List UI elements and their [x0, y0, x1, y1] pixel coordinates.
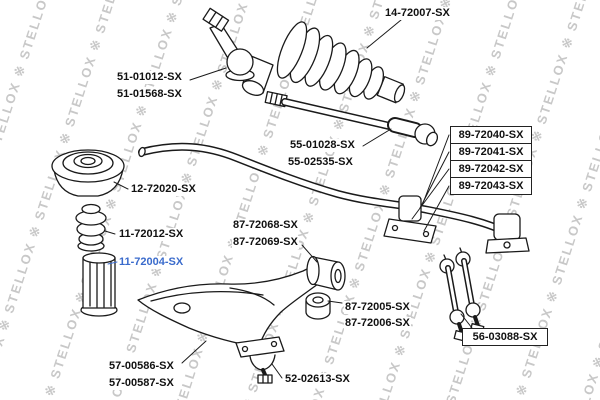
label-arm-front-bushing-1[interactable]: 87-72068-SX: [232, 219, 299, 232]
part-tie-rod-end: [202, 7, 274, 96]
label-strut-mount[interactable]: 12-72020-SX: [130, 183, 197, 196]
part-control-arm: [137, 263, 323, 348]
part-strut-mount: [51, 149, 125, 197]
part-arm-front-bushing: [306, 255, 346, 291]
label-arm-rear-bushing-2[interactable]: 87-72006-SX: [344, 317, 411, 330]
label-axial-joint-1[interactable]: 55-01028-SX: [289, 139, 356, 152]
part-dust-boot: [80, 252, 118, 317]
part-steering-boot: [276, 21, 406, 104]
label-tie-rod-end-1[interactable]: 51-01012-SX: [116, 71, 183, 84]
part-axial-rod: [264, 90, 439, 147]
label-stab-bushing-4[interactable]: 89-72043-SX: [450, 177, 532, 195]
label-stab-bushing-2[interactable]: 89-72041-SX: [450, 143, 532, 161]
leader-lines: [104, 19, 473, 379]
part-stabilizer-bar: [138, 142, 514, 238]
label-arm-rear-bushing-1[interactable]: 87-72005-SX: [344, 301, 411, 314]
label-ball-joint[interactable]: 52-02613-SX: [284, 373, 351, 386]
label-tie-rod-end-2[interactable]: 51-01568-SX: [116, 88, 183, 101]
castle-nut: [202, 7, 230, 32]
label-steering-boot[interactable]: 14-72007-SX: [384, 7, 451, 20]
label-dust-boot[interactable]: 11-72004-SX: [118, 256, 185, 269]
part-arm-rear-bushing: [305, 292, 331, 320]
label-stab-link[interactable]: 56-03088-SX: [462, 328, 548, 346]
label-stab-bushing-1[interactable]: 89-72040-SX: [450, 126, 532, 144]
part-bump-stop: [75, 203, 107, 252]
label-bump-stop[interactable]: 11-72012-SX: [118, 228, 185, 241]
label-control-arm-2[interactable]: 57-00587-SX: [108, 377, 175, 390]
label-arm-front-bushing-2[interactable]: 87-72069-SX: [232, 236, 299, 249]
label-control-arm-1[interactable]: 57-00586-SX: [108, 360, 175, 373]
part-stab-bushing-bracket: [383, 195, 437, 244]
part-stab-clamp: [485, 213, 530, 254]
part-ball-joint: [235, 336, 285, 384]
label-stab-bushing-3[interactable]: 89-72042-SX: [450, 160, 532, 178]
label-axial-joint-2[interactable]: 55-02535-SX: [287, 156, 354, 169]
